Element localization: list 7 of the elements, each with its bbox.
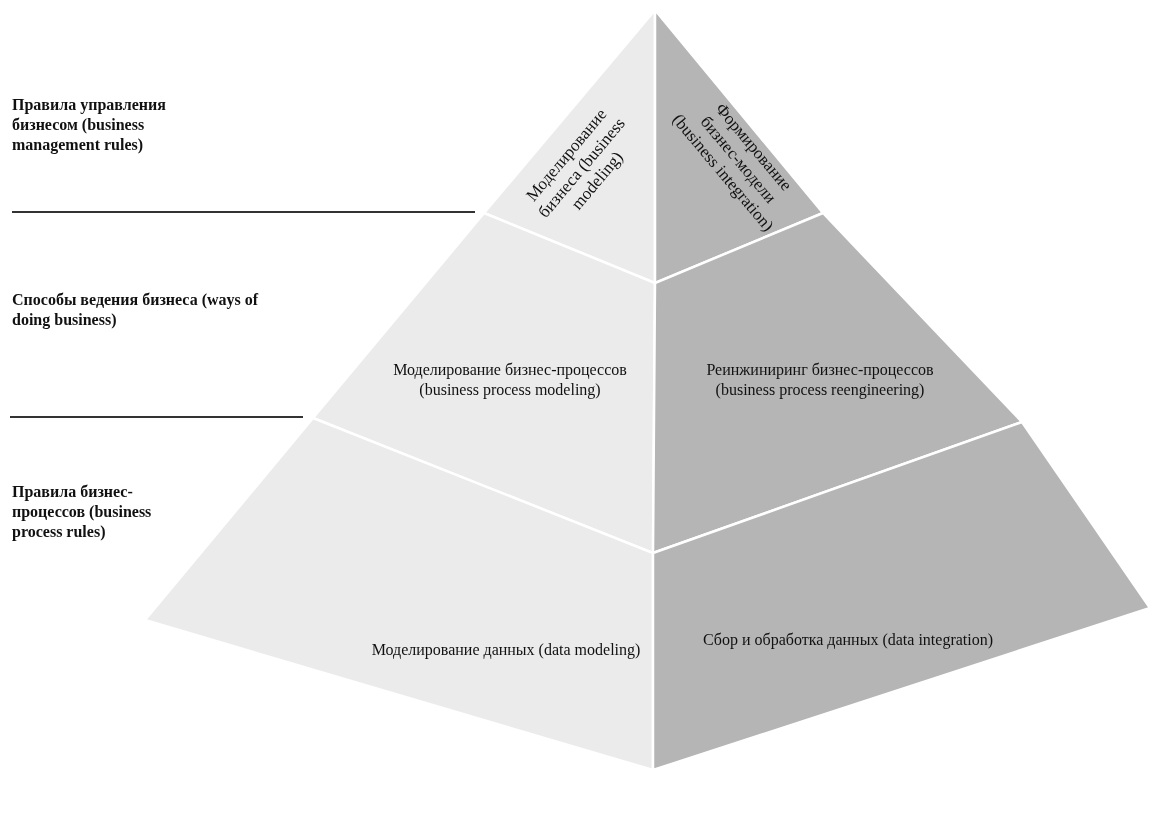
segment-label: Моделирование данных (data modeling) bbox=[370, 640, 642, 660]
level-label: Правила управления бизнесом (business management rules) bbox=[12, 95, 167, 155]
level-label: Правила бизнес-процессов (business process rules) bbox=[12, 482, 153, 542]
level-label: Способы ведения бизнеса (ways of doing business) bbox=[12, 290, 260, 330]
segment-label: Моделирование бизнес-процессов (business process modeling) bbox=[392, 360, 628, 400]
segment-label: Реинжиниринг бизнес-процессов (business process reengineering) bbox=[705, 360, 935, 400]
segment-label: Сбор и обработка данных (data integration) bbox=[701, 630, 995, 650]
